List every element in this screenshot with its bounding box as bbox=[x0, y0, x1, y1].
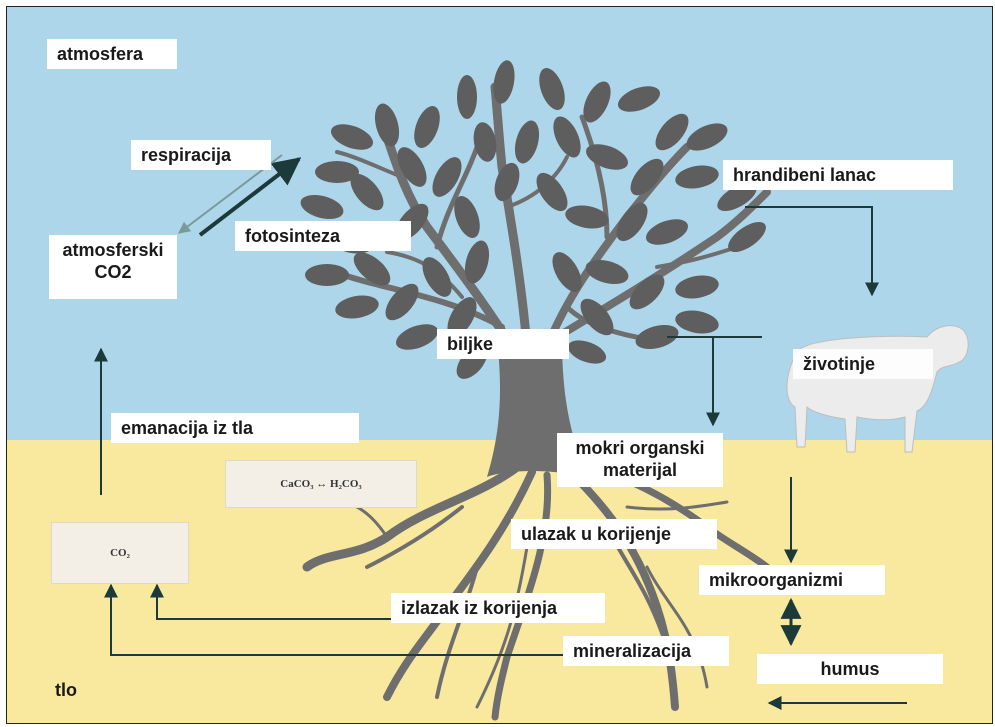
label-biljke: biljke bbox=[437, 329, 569, 359]
carbon-cycle-diagram: atmosfera respiracija atmosferski CO2 fo… bbox=[6, 6, 993, 724]
label-materijal: materijal bbox=[567, 459, 713, 481]
label-atmosfera: atmosfera bbox=[47, 39, 177, 69]
label-co2-atm: CO2 bbox=[59, 261, 167, 283]
label-tlo: tlo bbox=[45, 675, 115, 705]
food-chain-arrow bbox=[745, 207, 872, 295]
label-zivotinje: životinje bbox=[793, 349, 933, 379]
label-atmosferski-co2: atmosferski CO2 bbox=[49, 235, 177, 299]
label-atmosferski: atmosferski bbox=[59, 239, 167, 261]
label-respiracija: respiracija bbox=[131, 140, 271, 170]
label-mikroorganizmi: mikroorganizmi bbox=[699, 565, 885, 595]
label-emanacija: emanacija iz tla bbox=[111, 413, 359, 443]
label-ulazak: ulazak u korijenje bbox=[511, 519, 717, 549]
cow-illustration bbox=[787, 326, 968, 452]
formula-carbonate: CaCO₃ ↔ H₂CO₃ bbox=[225, 460, 417, 508]
label-izlazak: izlazak iz korijenja bbox=[391, 593, 605, 623]
formula-co2-soil: CO₂ bbox=[51, 522, 189, 584]
label-hrandibeni-lanac: hrandibeni lanac bbox=[723, 160, 953, 190]
label-mokri: mokri organski bbox=[567, 437, 713, 459]
label-fotosinteza: fotosinteza bbox=[235, 221, 411, 251]
root-exudation-arrow bbox=[157, 585, 393, 619]
label-mineralizacija: mineralizacija bbox=[563, 636, 729, 666]
label-mokri-organski-materijal: mokri organski materijal bbox=[557, 433, 723, 487]
label-humus: humus bbox=[757, 654, 943, 684]
